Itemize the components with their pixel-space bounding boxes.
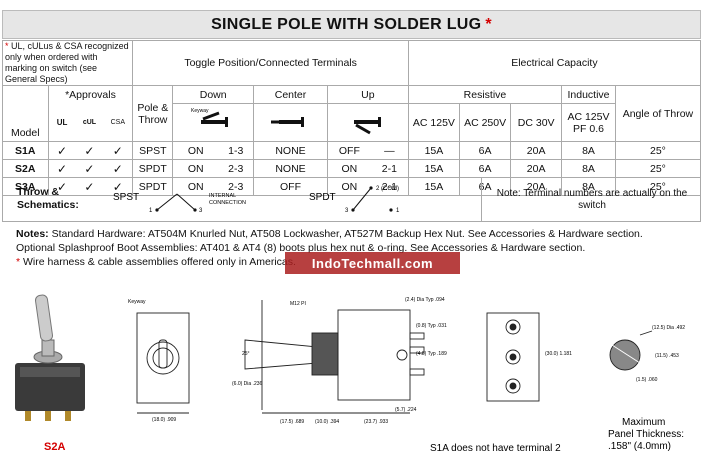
s1a-terminal-note: S1A does not have terminal 2: [430, 443, 561, 454]
down-header: Down: [172, 85, 255, 104]
svg-text:(5.7) .224: (5.7) .224: [395, 407, 417, 413]
svg-text:(4.8) Typ .189: (4.8) Typ .189: [416, 351, 447, 357]
toggle-position-header: Toggle Position/Connected Terminals: [132, 40, 409, 86]
spdt-label: SPDT: [309, 192, 336, 203]
max-panel-label: Maximum: [622, 417, 665, 428]
front-view-drawing: [136, 312, 190, 414]
svg-text:(23.7) .933: (23.7) .933: [364, 419, 388, 425]
down-toggle-icon: Keyway: [172, 103, 255, 142]
angle-header: Angle of Throw: [614, 85, 702, 142]
table-row: S2A ✓ ✓ ✓ SPDT ON 2-3 NONE ON 2-1 15A 6A…: [2, 159, 702, 178]
up-header: Up: [326, 85, 409, 104]
svg-text:(18.0) .909: (18.0) .909: [152, 417, 176, 423]
svg-text:(1.5) .060: (1.5) .060: [636, 377, 658, 383]
schematic-diagrams: SPST 1 3 INTERNAL CONNECTION SPDT 3 2 (C…: [113, 186, 400, 214]
center-header: Center: [253, 85, 328, 104]
technical-drawings: S2A Keyway (18.0) .909 M12 PI 25° (6.0) …: [15, 294, 685, 454]
schematics-label: Throw & Schematics:: [17, 186, 79, 211]
up-toggle-icon: [326, 103, 409, 142]
model-header: Model: [2, 85, 49, 142]
schematics-row: Throw & Schematics: SPST 1 3 INTERNAL CO…: [2, 178, 701, 222]
note-boots: Optional Splashproof Boot Assemblies: AT…: [16, 242, 586, 254]
svg-text:M12 PI: M12 PI: [290, 301, 306, 307]
panel-thickness-label: Panel Thickness:: [608, 429, 684, 440]
resistive-header: Resistive: [407, 85, 563, 104]
svg-text:Keyway: Keyway: [128, 299, 146, 305]
dc30-header: DC 30V: [510, 103, 563, 142]
electrical-capacity-header: Electrical Capacity: [407, 40, 702, 86]
notes-block: Notes: Standard Hardware: AT504M Knurled…: [16, 227, 696, 269]
approvals-header: *Approvals: [47, 85, 134, 104]
spst-label: SPST: [113, 192, 139, 203]
watermark: IndoTechmall.com: [285, 252, 460, 274]
title-text: SINGLE POLE WITH SOLDER LUG: [211, 15, 482, 33]
svg-text:(11.5) .453: (11.5) .453: [655, 353, 679, 359]
cul-mark-icon: cUL: [75, 103, 104, 142]
page-title: SINGLE POLE WITH SOLDER LUG *: [2, 10, 701, 39]
svg-text:3: 3: [345, 208, 349, 214]
side-view-drawing: [244, 300, 425, 414]
ul-note: * UL, cULus & CSA recognized only when o…: [1, 40, 134, 86]
table-row: S1A ✓ ✓ ✓ SPST ON 1-3 NONE OFF — 15A 6A …: [2, 141, 702, 160]
ac250-header: AC 250V: [458, 103, 512, 142]
svg-text:(12.5) Dia .492: (12.5) Dia .492: [652, 325, 685, 331]
ac125pf-header: AC 125V PF 0.6: [561, 103, 616, 142]
svg-text:25°: 25°: [242, 351, 250, 357]
note-harness: * Wire harness & cable assemblies offere…: [16, 256, 296, 268]
svg-text:1: 1: [396, 208, 400, 214]
panel-hole-drawing: [609, 330, 653, 371]
svg-text:(30.0) 1.181: (30.0) 1.181: [545, 351, 572, 357]
switch-photo: [15, 294, 85, 421]
inductive-header: Inductive: [561, 85, 616, 104]
svg-text:(17.5) .689: (17.5) .689: [280, 419, 304, 425]
svg-text:(6.0) Dia .236: (6.0) Dia .236: [232, 381, 263, 387]
svg-text:CONNECTION: CONNECTION: [209, 200, 246, 206]
table-row: S3A ✓ ✓ ✓ SPDT ON 2-3 OFF ON 2-1 15A 6A …: [2, 177, 702, 196]
ul-mark-icon: UL: [47, 103, 76, 142]
spec-table: * UL, cULus & CSA recognized only when o…: [1, 40, 702, 196]
terminal-note: Note: Terminal numbers are actually on t…: [481, 178, 702, 222]
pole-throw-header: Pole & Throw: [132, 85, 174, 142]
ac125-header: AC 125V: [407, 103, 461, 142]
svg-text:(10.0) .394: (10.0) .394: [315, 419, 339, 425]
rear-view-drawing: [486, 312, 540, 402]
note-hardware: Notes: Standard Hardware: AT504M Knurled…: [16, 228, 643, 240]
title-star: *: [485, 15, 492, 33]
center-toggle-icon: [253, 103, 328, 142]
svg-text:INTERNAL: INTERNAL: [209, 193, 236, 199]
panel-thickness-value: .158" (4.0mm): [608, 441, 671, 452]
svg-text:3: 3: [199, 208, 203, 214]
svg-text:Keyway: Keyway: [191, 108, 209, 114]
svg-text:2 (COM): 2 (COM): [376, 186, 399, 192]
svg-text:1: 1: [149, 208, 153, 214]
csa-mark-icon: CSA: [103, 103, 134, 142]
svg-text:(0.8) Typ .031: (0.8) Typ .031: [416, 323, 447, 329]
svg-text:(2.4) Dia Typ .094: (2.4) Dia Typ .094: [405, 297, 445, 303]
photo-label: S2A: [44, 441, 65, 453]
